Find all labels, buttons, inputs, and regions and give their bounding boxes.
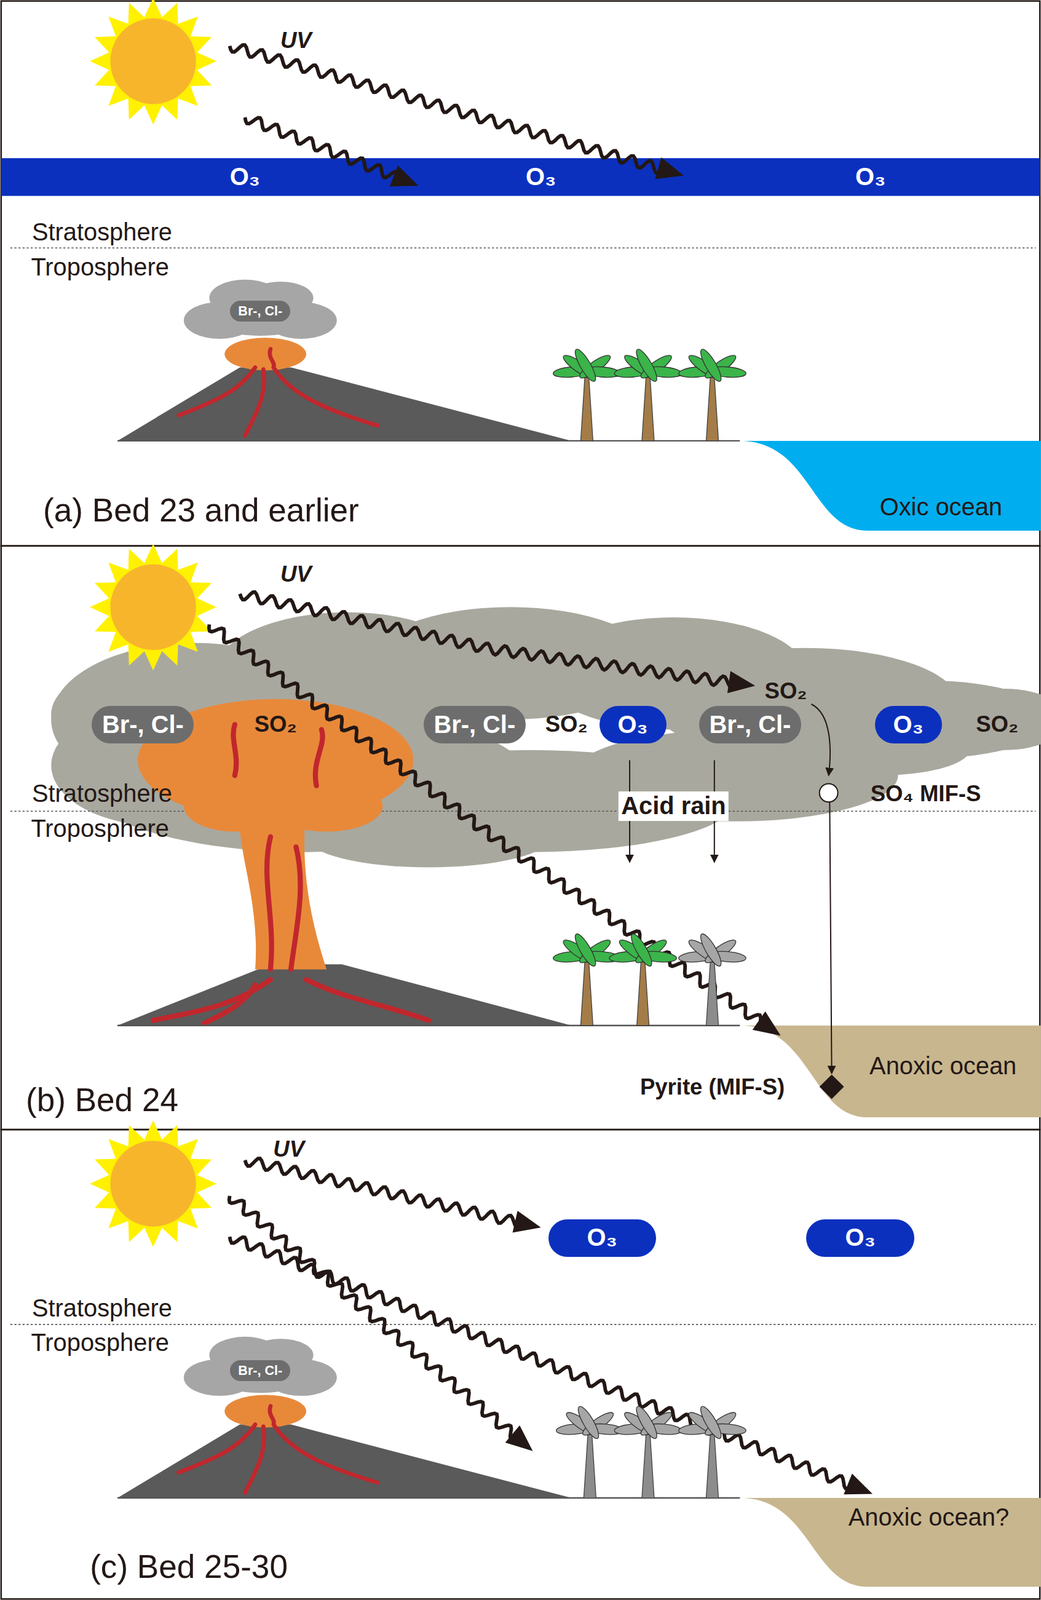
uv-label: UV: [273, 1136, 305, 1162]
drawn-figures: [89, 0, 873, 1498]
volcano: [117, 279, 572, 441]
acid-rain-label: Acid rain: [618, 791, 729, 821]
panel-heading: (c) Bed 25-30: [89, 1548, 288, 1585]
gas-label: SO₂: [975, 712, 1019, 737]
pill-text: Br-, Cl-: [102, 711, 184, 739]
halogen-pill: Br-, Cl-: [91, 705, 194, 743]
sun: [89, 1120, 217, 1247]
panel-heading: (a) Bed 23 and earlier: [43, 492, 360, 529]
layer-label: Troposphere: [30, 1329, 169, 1357]
uv-arrowhead: [752, 1011, 781, 1037]
ash-cloud: [51, 606, 1041, 867]
oxidation-arrow: [811, 704, 831, 776]
sun-disc: [110, 18, 196, 104]
uv-arrowhead: [505, 1425, 534, 1452]
dead-palm: [678, 931, 747, 1026]
layer-label: Troposphere: [30, 253, 169, 282]
panel-frame: [1, 1129, 1040, 1599]
uv-ray: [244, 117, 399, 179]
ozone-pill: O₃: [806, 1219, 915, 1257]
uv-arrowhead: [655, 157, 684, 179]
sun-rays: [89, 1120, 217, 1247]
deposition-arrow: [829, 801, 832, 1073]
pill-text: O₃: [587, 1224, 618, 1252]
uv-label: UV: [280, 562, 312, 587]
ocean: [739, 1025, 1041, 1118]
halogen-pill: Br-, Cl-: [229, 1360, 291, 1382]
ozone-pill: O₃: [874, 705, 943, 743]
palm-tree: [678, 346, 747, 441]
palm-tree: [614, 346, 683, 441]
ozone-band: [1, 158, 1040, 196]
sun-disc: [110, 564, 196, 650]
pyrite-diamond: [819, 1074, 845, 1099]
panel-heading: (b) Bed 24: [25, 1082, 179, 1118]
halogen-pill: Br-, Cl-: [229, 300, 291, 322]
ocean-label: Anoxic ocean: [869, 1053, 1017, 1081]
dead-palm: [614, 1403, 683, 1498]
ozone-pill: O₃: [548, 1219, 657, 1257]
sun-disc: [110, 1140, 196, 1227]
layer-label: Troposphere: [30, 815, 169, 843]
sun: [89, 543, 217, 671]
pill-text: Br-, Cl-: [709, 711, 792, 739]
ozone-label: O₃: [855, 163, 886, 191]
ozone-pill: O₃: [599, 705, 667, 743]
sun: [89, 0, 217, 125]
pill-text: Br-, Cl-: [237, 303, 283, 319]
eruption: [117, 699, 572, 1026]
layer-label: Stratosphere: [31, 780, 173, 808]
layer-label: Stratosphere: [31, 219, 173, 247]
pill-text: Br-, Cl-: [237, 1363, 283, 1378]
uv-label: UV: [280, 28, 312, 53]
sun-rays: [89, 0, 217, 125]
uv-arrowhead: [727, 670, 756, 693]
ozone-label: O₃: [525, 163, 556, 191]
uv-ray: [244, 1158, 519, 1228]
sulfate-label: SO₄ MIF-S: [870, 781, 982, 807]
palm-tree: [552, 346, 622, 441]
palm-tree: [608, 931, 677, 1026]
tropopause-line: [10, 1323, 1037, 1326]
ocean: [739, 440, 1041, 531]
tropopause-line: [10, 810, 1037, 812]
dead-palm: [555, 1403, 625, 1498]
halogen-pill: Br-, Cl-: [699, 705, 802, 743]
pill-text: Br-, Cl-: [433, 711, 516, 739]
uv-ray: [209, 624, 762, 1029]
pill-text: O₃: [893, 711, 924, 739]
pill-text: O₃: [845, 1224, 876, 1252]
gas-label: SO₂: [545, 712, 588, 737]
tropopause-line: [10, 247, 1037, 249]
uv-ray: [229, 44, 665, 173]
pyrite-label: Pyrite (MIF-S): [640, 1074, 785, 1100]
volcano: [117, 1336, 572, 1498]
uv-ray: [229, 1195, 516, 1441]
sulfate-circle: [819, 783, 839, 802]
uv-arrowhead: [389, 165, 419, 187]
pill-text: O₃: [617, 711, 648, 739]
layer-label: Stratosphere: [31, 1294, 173, 1323]
ocean-label: Anoxic ocean?: [848, 1504, 1010, 1532]
ocean: [739, 1497, 1041, 1587]
uv-arrowhead: [843, 1473, 873, 1495]
ocean-label: Oxic ocean: [879, 493, 1003, 521]
uv-arrowhead: [512, 1210, 542, 1233]
uv-ray: [239, 592, 735, 688]
dead-palm: [678, 1403, 747, 1498]
gas-label: SO₂: [764, 678, 808, 704]
palm-tree: [552, 931, 622, 1026]
ozone-layer-band: O₃ O₃ O₃: [0, 158, 1041, 196]
halogen-pill: Br-, Cl-: [423, 705, 526, 743]
sun-rays: [89, 543, 217, 671]
gas-label: SO₂: [254, 712, 297, 737]
ozone-label: O₃: [229, 163, 261, 191]
